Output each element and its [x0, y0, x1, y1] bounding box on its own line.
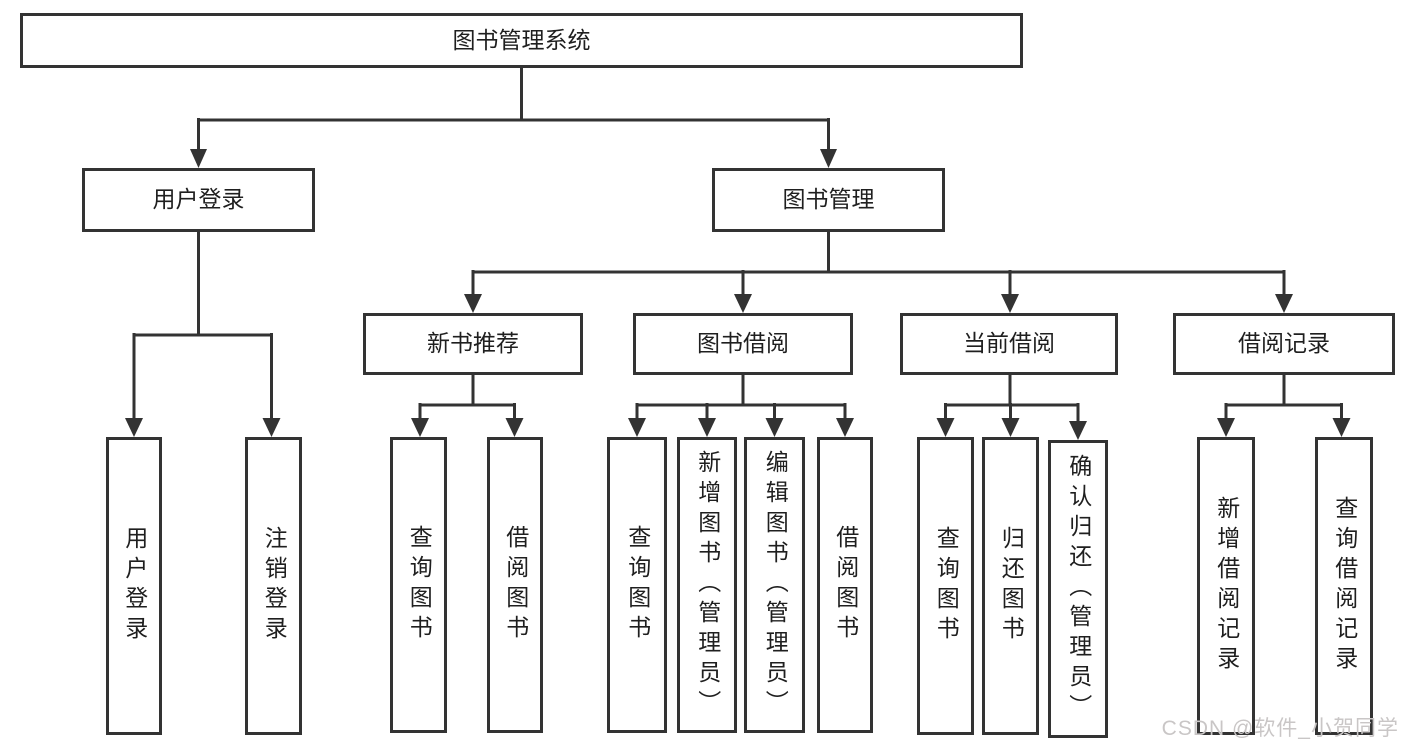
arrowhead-icon	[125, 418, 143, 437]
node-leaf-borrow-add-book-label: 新增图书（管理员）	[694, 450, 721, 720]
arrowhead-icon	[411, 418, 429, 437]
node-leaf-recommend-query-book-label: 查询图书	[406, 525, 433, 645]
connector-book-management-children	[471, 230, 1286, 296]
node-root-label: 图书管理系统	[452, 26, 591, 53]
node-leaf-record-add: 新增借阅记录	[1197, 437, 1255, 735]
arrowhead-icon	[836, 418, 854, 437]
arrowhead-icon	[1217, 418, 1235, 437]
node-leaf-record-add-label: 新增借阅记录	[1213, 496, 1240, 676]
watermark-text: CSDN @软件_小贺同学	[1161, 717, 1399, 740]
arrowhead-icon	[464, 294, 482, 313]
node-leaf-logout-login: 注销登录	[245, 437, 302, 735]
arrowhead-icon	[190, 149, 207, 168]
node-leaf-record-query-label: 查询借阅记录	[1331, 496, 1358, 676]
node-leaf-current-return-book-label: 归还图书	[998, 526, 1025, 646]
node-new-book-recommend: 新书推荐	[363, 313, 583, 375]
node-borrow-record-label: 借阅记录	[1238, 330, 1330, 357]
connector-book-borrow-children	[635, 373, 847, 420]
node-user-login: 用户登录	[82, 168, 315, 232]
arrowhead-icon	[936, 418, 955, 437]
arrowhead-icon	[698, 418, 716, 437]
arrowhead-icon	[1001, 418, 1020, 437]
arrowhead-icon	[505, 418, 524, 437]
connector-current-borrow-children	[944, 373, 1080, 423]
node-leaf-recommend-borrow-book: 借阅图书	[487, 437, 543, 733]
connector-new-book-children	[418, 373, 516, 420]
node-book-management-label: 图书管理	[782, 186, 875, 213]
node-leaf-borrow-borrow-book-label: 借阅图书	[832, 525, 859, 645]
node-current-borrow: 当前借阅	[900, 313, 1118, 375]
connector-borrow-record-children	[1224, 373, 1343, 420]
arrowhead-icon	[820, 149, 837, 168]
node-book-borrow-label: 图书借阅	[697, 330, 789, 357]
node-leaf-borrow-borrow-book: 借阅图书	[817, 437, 873, 733]
arrowhead-icon	[628, 418, 646, 437]
node-leaf-record-query: 查询借阅记录	[1315, 437, 1373, 735]
node-leaf-current-confirm-return: 确认归还（管理员）	[1048, 440, 1108, 738]
node-leaf-user-login: 用户登录	[106, 437, 162, 735]
arrowhead-icon	[1332, 418, 1351, 437]
node-leaf-logout-login-label: 注销登录	[261, 526, 288, 646]
arrowhead-icon	[734, 294, 752, 313]
node-new-book-recommend-label: 新书推荐	[427, 330, 519, 357]
node-leaf-borrow-add-book: 新增图书（管理员）	[677, 437, 737, 733]
node-book-borrow: 图书借阅	[633, 313, 853, 375]
arrowhead-icon	[1069, 421, 1087, 440]
node-leaf-current-confirm-return-label: 确认归还（管理员）	[1065, 454, 1092, 724]
node-root: 图书管理系统	[20, 13, 1023, 68]
arrowhead-icon	[765, 418, 784, 437]
node-borrow-record: 借阅记录	[1173, 313, 1395, 375]
node-current-borrow-label: 当前借阅	[963, 330, 1055, 357]
arrowhead-icon	[1275, 294, 1293, 313]
node-leaf-borrow-edit-book-label: 编辑图书（管理员）	[762, 450, 789, 720]
connector-user-login-children	[132, 230, 273, 420]
node-leaf-current-return-book: 归还图书	[982, 437, 1039, 735]
node-leaf-recommend-borrow-book-label: 借阅图书	[502, 525, 529, 645]
node-leaf-borrow-query-book-label: 查询图书	[624, 525, 651, 645]
node-leaf-current-query-book-label: 查询图书	[933, 526, 960, 646]
arrowhead-icon	[1001, 294, 1019, 313]
node-leaf-current-query-book: 查询图书	[917, 437, 974, 735]
node-user-login-label: 用户登录	[152, 186, 245, 213]
arrowhead-icon	[262, 418, 281, 437]
node-leaf-borrow-query-book: 查询图书	[607, 437, 667, 733]
node-leaf-user-login-label: 用户登录	[121, 526, 148, 646]
node-book-management: 图书管理	[712, 168, 945, 232]
connector-root-to-level1	[197, 66, 830, 151]
node-leaf-borrow-edit-book: 编辑图书（管理员）	[744, 437, 805, 733]
node-leaf-recommend-query-book: 查询图书	[390, 437, 447, 733]
